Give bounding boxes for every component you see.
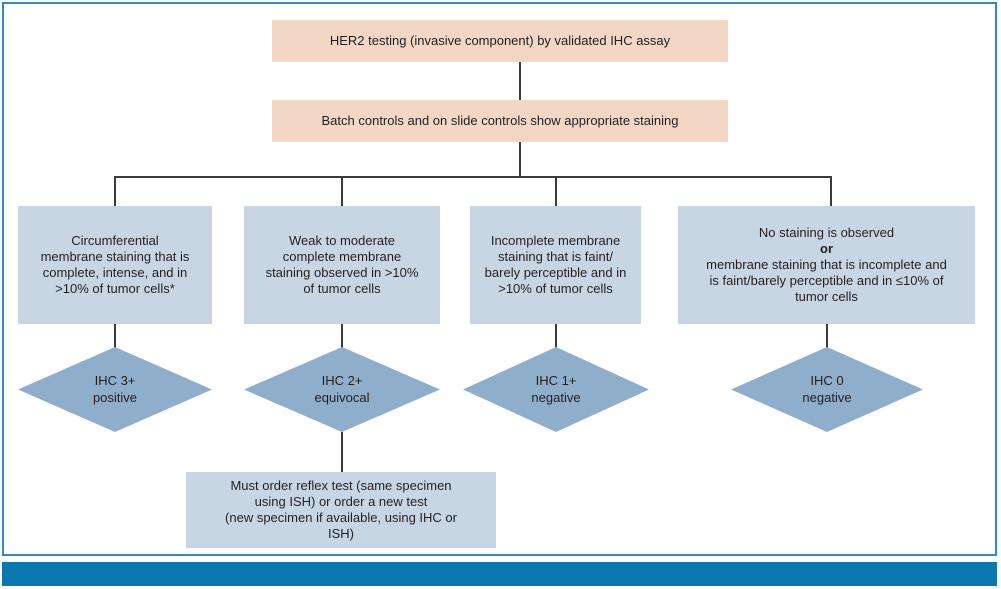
connector-criteria3-to-result3 xyxy=(114,324,116,348)
connector-start-to-controls xyxy=(519,62,521,100)
connector-criteria0-to-result0 xyxy=(826,324,828,348)
criteria-0-or: or xyxy=(820,241,833,257)
node-batch-controls: Batch controls and on slide controls sho… xyxy=(272,100,728,142)
bottom-accent-bar xyxy=(2,562,997,586)
node-criteria-3plus: Circumferential membrane staining that i… xyxy=(18,206,212,324)
connector-criteria2-to-result2 xyxy=(341,324,343,348)
node-criteria-0: No staining is observed or membrane stai… xyxy=(678,206,975,324)
node-criteria-1plus: Incomplete membrane staining that is fai… xyxy=(470,206,641,324)
connector-drop-criteria-1plus xyxy=(555,176,557,206)
connector-drop-criteria-0 xyxy=(830,176,832,206)
criteria-0-line-1: No staining is observed xyxy=(758,225,895,241)
connector-drop-criteria-3plus xyxy=(114,176,116,206)
connector-criteria1-to-result1 xyxy=(555,324,557,348)
node-her2-testing-start: HER2 testing (invasive component) by val… xyxy=(272,20,728,62)
connector-branch-bus xyxy=(114,176,832,178)
node-reflex-test: Must order reflex test (same specimen us… xyxy=(186,472,496,548)
node-criteria-2plus: Weak to moderate complete membrane stain… xyxy=(244,206,440,324)
connector-drop-criteria-2plus xyxy=(341,176,343,206)
criteria-0-rest: membrane staining that is incomplete and… xyxy=(706,257,947,304)
connector-controls-to-branchbus xyxy=(519,142,521,176)
connector-result2-to-reflex xyxy=(341,432,343,472)
